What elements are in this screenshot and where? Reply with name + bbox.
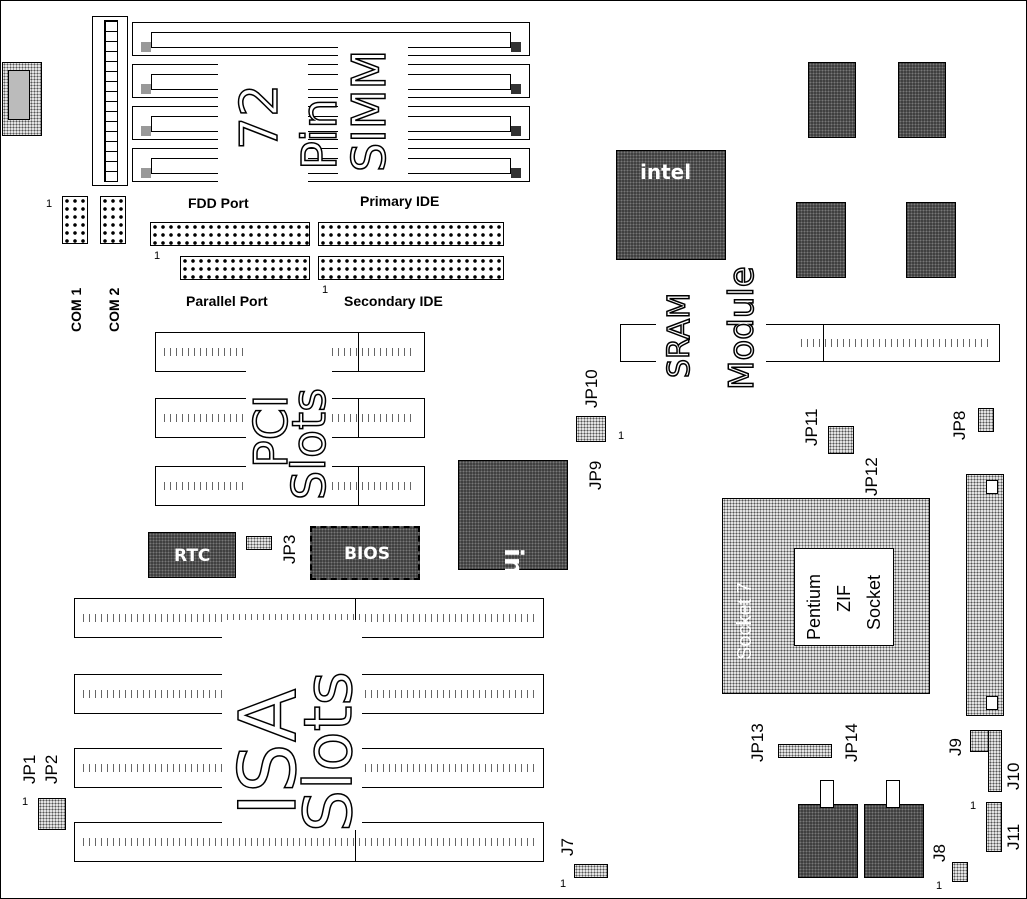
jp2-label: JP2 [42, 754, 61, 784]
j8-header [952, 862, 968, 882]
j7-pin-one-marker: 1 [560, 878, 567, 890]
j10-label: J10 [1004, 762, 1023, 790]
com1-pin-one-marker: 1 [46, 198, 53, 210]
com2-label: COM 2 [106, 287, 122, 332]
j11-header [986, 802, 1002, 852]
voltage-regulator-1 [798, 804, 858, 878]
pci-slots-text: Slots [281, 387, 337, 501]
com1-header [62, 196, 88, 244]
isa-label-backdrop [222, 620, 362, 830]
j11-label: J11 [1004, 823, 1023, 850]
bios-label: BIOS [344, 544, 390, 564]
simm-slot-1 [132, 22, 530, 56]
jp13-label: JP13 [748, 723, 767, 762]
jp10-pin-one-marker: 1 [618, 430, 625, 442]
j8-pin-one-marker: 1 [936, 880, 943, 892]
bios-chip [310, 526, 420, 580]
jp8-label: JP8 [950, 410, 969, 440]
jp13-jp14-jumper [778, 744, 832, 758]
jp3-label: JP3 [280, 534, 299, 564]
j7-header [574, 864, 608, 878]
simm-label-panel [218, 56, 308, 186]
fdd-port-header [150, 222, 310, 246]
j9-label: J9 [946, 738, 965, 756]
primary-ide-label: Primary IDE [360, 193, 440, 209]
zif-label: ZIF [834, 585, 854, 612]
jp8-jumper [978, 408, 994, 432]
keyboard-connector-inner [8, 70, 30, 120]
secondary-ide-pin-one-marker: 1 [322, 284, 329, 296]
intel-top-label: intel [640, 160, 692, 184]
regulator-1-leads [820, 780, 834, 808]
tag-chip-2 [898, 62, 946, 138]
secondary-ide-header [318, 256, 504, 280]
voltage-regulator-2 [864, 804, 924, 878]
parallel-port-label: Parallel Port [186, 293, 268, 309]
primary-ide-header [318, 222, 504, 246]
rtc-label: RTC [174, 546, 211, 566]
simm-type-text: SIMM [341, 49, 397, 173]
socket7-body [722, 498, 930, 694]
module-text: Module [721, 266, 763, 391]
jp10-jumper [576, 416, 606, 442]
com2-header [100, 196, 126, 244]
regulator-2-leads [886, 780, 900, 808]
j11-pin-one-marker: 1 [970, 800, 977, 812]
pentium-label: Pentium [804, 573, 824, 640]
jp9-label: JP9 [586, 460, 605, 490]
jp12-label: JP12 [862, 457, 881, 496]
fdd-port-label: FDD Port [188, 195, 249, 211]
power-connector-key-bottom [986, 696, 998, 710]
intel-chipset-top [616, 150, 726, 260]
com1-label: COM 1 [68, 287, 84, 332]
sram-text: SRAM [661, 292, 698, 379]
parallel-port-header [180, 256, 310, 280]
simm-type-panel [338, 36, 408, 176]
jp3-jumper [246, 536, 272, 550]
power-connector-key-top [986, 480, 998, 494]
zif-socket-plate [794, 548, 894, 646]
j7-label: J7 [558, 838, 577, 856]
socket7-label: Socket 7 [734, 582, 756, 660]
jp10-label: JP10 [582, 369, 601, 408]
secondary-ide-label: Secondary IDE [344, 293, 443, 309]
tag-chip-1 [808, 62, 856, 138]
parallel-pin-one-marker: 1 [154, 250, 161, 262]
isa-slots-text: Slots [289, 670, 368, 832]
simm-slot-2 [132, 64, 530, 98]
power-connector [966, 474, 1004, 716]
simm-number-text: 72 [229, 83, 291, 151]
simm-pin-text: Pin [291, 98, 349, 171]
j8-label: J8 [930, 844, 949, 862]
j10-header [988, 730, 1002, 792]
jp1-label: JP1 [20, 754, 39, 784]
rtc-chip [148, 532, 236, 578]
sram-label-backdrop [656, 306, 766, 392]
jp1-pin-one-marker: 1 [22, 796, 29, 808]
tag-chip-3 [796, 202, 846, 278]
jp11-jp12-jumper [828, 426, 854, 454]
tag-chip-4 [906, 202, 956, 278]
jp11-label: JP11 [802, 408, 821, 447]
simm-slot-3 [132, 106, 530, 140]
jp1-jp2-jumper [38, 798, 66, 830]
zif-socket-label: Socket [864, 574, 884, 630]
simm-socket-pins [104, 20, 118, 182]
jp14-label: JP14 [842, 723, 861, 762]
pci-label-backdrop [246, 342, 332, 502]
intel-chipset-center [458, 460, 568, 570]
